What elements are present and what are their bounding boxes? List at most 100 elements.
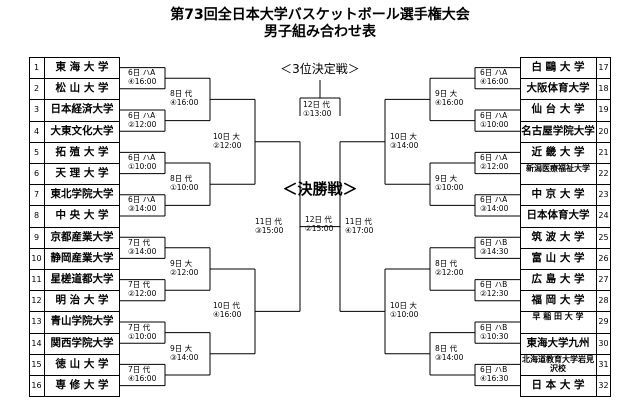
match-time: ①10:00	[435, 183, 464, 193]
match-time: ②12:30	[480, 289, 509, 299]
number-column-divider	[596, 57, 597, 397]
team-number: 20	[598, 126, 609, 136]
match-day-venue: 7日 代	[128, 237, 151, 247]
match-time: ③14:00	[128, 204, 157, 214]
match-time: ②12:00	[213, 140, 242, 150]
team-name: 日本経済大学	[50, 103, 114, 116]
team-number: 2	[33, 84, 40, 94]
match-day-venue: 11日 代	[255, 216, 282, 226]
team-name: 早 稲 田 大 学	[532, 312, 584, 322]
match-time: ③14:30	[480, 246, 509, 256]
team-row-divider	[520, 290, 611, 292]
match-day-venue: 7日 代	[128, 280, 151, 290]
team-row-divider	[29, 120, 120, 122]
match-day-venue: 6日 ハB	[480, 365, 508, 374]
team-number: 21	[598, 147, 609, 157]
match-day-venue: 9日 大	[435, 174, 458, 184]
match-day-venue: 6日 ハB	[480, 280, 508, 290]
team-name: 東海大学九州	[526, 336, 590, 349]
team-number: 28	[598, 296, 609, 306]
match-time: ①10:00	[170, 183, 199, 193]
match-day-venue: 7日 代	[128, 365, 151, 374]
team-row-divider	[520, 205, 611, 207]
match-time: ③14:00	[435, 352, 464, 362]
team-row-divider	[520, 269, 611, 270]
team-number: 31	[598, 359, 609, 369]
match-day-venue: 6日 ハA	[128, 110, 156, 120]
team-name: 松 山 大 学	[55, 82, 109, 95]
match-day-venue: 7日 代	[128, 322, 151, 332]
team-name: 日 本 大 学	[531, 379, 585, 391]
match-time: ③14:00	[170, 352, 199, 362]
team-number: 11	[31, 275, 42, 284]
match-day-venue: 8日 代	[435, 259, 458, 268]
team-row-divider	[29, 269, 120, 270]
team-number: 14	[31, 338, 42, 348]
team-row-divider	[520, 78, 611, 80]
team-name: 京都産業大学	[50, 230, 114, 243]
team-row-divider	[520, 184, 611, 186]
team-number: 30	[598, 338, 609, 348]
team-number: 3	[33, 105, 40, 115]
match-day-venue: 6日 ハA	[480, 153, 508, 162]
team-row-divider	[29, 184, 120, 186]
team-row-divider	[29, 311, 120, 313]
match-time: ①10:00	[390, 310, 419, 320]
team-number: 23	[598, 190, 609, 200]
match-time: ①10:00	[480, 119, 509, 129]
team-name: 北海道教育大学岩見沢校	[522, 354, 594, 373]
team-number: 18	[598, 84, 609, 94]
team-number: 5	[33, 147, 40, 157]
match-time: ②12:00	[128, 119, 157, 129]
team-name: 関西学院大学	[50, 336, 114, 349]
match-day-venue: 6日 ハA	[128, 153, 156, 162]
team-number: 15	[31, 359, 42, 369]
team-row-divider	[520, 141, 611, 143]
team-row-divider	[29, 290, 120, 292]
team-number: 7	[33, 190, 40, 200]
team-name: 近 畿 大 学	[531, 145, 585, 158]
team-row-divider	[520, 247, 611, 249]
match-time: ①10:00	[128, 331, 157, 341]
match-time: ④16:00	[435, 98, 464, 108]
team-row-divider	[29, 375, 120, 376]
team-row-divider	[520, 99, 611, 101]
team-name: 明 治 大 学	[55, 294, 109, 307]
team-row-divider	[29, 332, 120, 334]
match-time: ④16:00	[213, 310, 242, 320]
team-number: 24	[598, 211, 609, 221]
team-row-divider	[29, 99, 120, 101]
team-number: 13	[31, 317, 42, 327]
team-name: 専 修 大 学	[55, 379, 109, 391]
team-name: 白 鷗 大 学	[531, 61, 585, 73]
team-row-divider	[520, 226, 611, 228]
match-time: ②12:00	[128, 289, 157, 299]
team-number: 10	[31, 253, 42, 263]
match-day-venue: 12日 代	[303, 100, 330, 109]
team-number: 25	[598, 232, 609, 242]
match-day-venue: 12日 代	[305, 214, 332, 224]
match-day-venue: 8日 代	[170, 89, 193, 99]
team-name: 拓 殖 大 学	[55, 145, 109, 158]
team-number: 16	[31, 381, 42, 390]
team-name: 東北学院大学	[50, 188, 114, 201]
match-time: ①10:00	[128, 162, 157, 171]
team-name: 広 島 大 学	[531, 273, 585, 285]
match-time: ①10:30	[480, 331, 509, 341]
team-number: 4	[33, 126, 40, 136]
match-day-venue: 10日 大	[390, 301, 417, 311]
match-day-venue: 9日 大	[170, 343, 193, 353]
team-row-divider	[520, 332, 611, 334]
team-row-divider	[520, 375, 611, 376]
match-time: ③14:00	[390, 140, 419, 150]
team-name: 名古屋学院大学	[521, 124, 595, 137]
team-row-divider	[520, 120, 611, 122]
match-time: ④16:00	[128, 77, 157, 87]
match-day-venue: 6日 ハA	[480, 68, 508, 78]
match-day-venue: 10日 大	[390, 131, 417, 141]
match-day-venue: 6日 ハA	[480, 195, 508, 205]
team-name: 仙 台 大 学	[531, 103, 585, 116]
team-name: 筑 波 大 学	[531, 230, 585, 243]
match-day-venue: 8日 代	[170, 174, 193, 184]
